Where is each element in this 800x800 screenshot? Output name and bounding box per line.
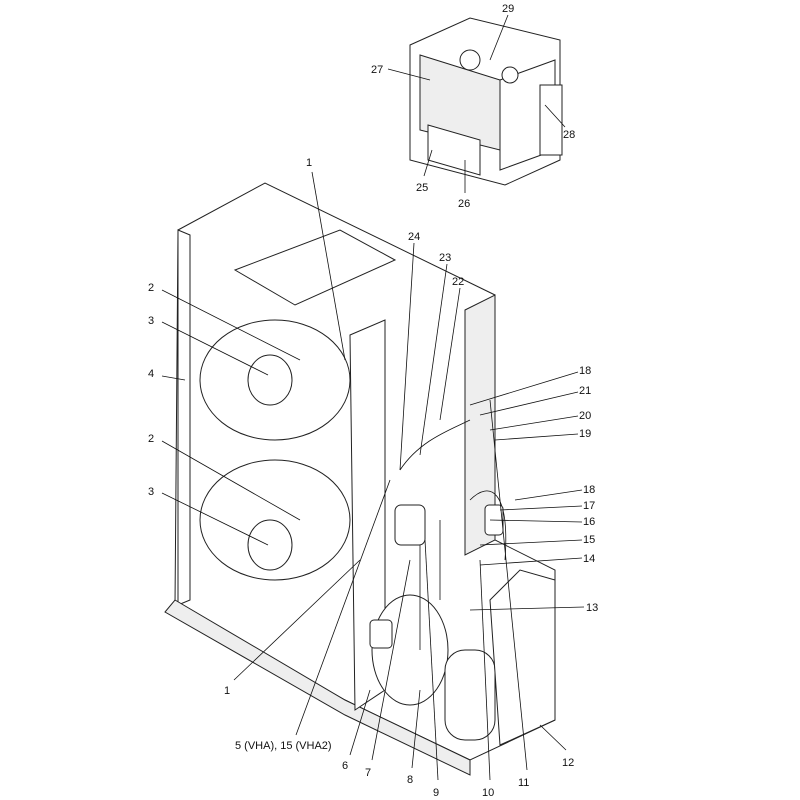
callout-5-15: 5 (VHA), 15 (VHA2): [235, 740, 332, 752]
callout-3: 3: [148, 486, 154, 498]
callout-10: 10: [482, 787, 494, 799]
callout-2: 2: [148, 433, 154, 445]
callout-12: 12: [562, 757, 574, 769]
callout-17: 17: [583, 500, 595, 512]
callout-16: 16: [583, 516, 595, 528]
callout-23: 23: [439, 252, 451, 264]
callout-18: 18: [579, 365, 591, 377]
callout-4: 4: [148, 368, 154, 380]
callout-13: 13: [586, 602, 598, 614]
leader-lines: [161, 14, 585, 781]
callout-28: 28: [563, 129, 575, 141]
callout-15: 15: [583, 534, 595, 546]
callout-9: 9: [433, 787, 439, 799]
callout-2: 2: [148, 282, 154, 294]
callout-7: 7: [365, 767, 371, 779]
callout-20: 20: [579, 410, 591, 422]
callout-3: 3: [148, 315, 154, 327]
callout-19: 19: [579, 428, 591, 440]
control-box-assembly: [409, 17, 563, 186]
callout-1: 1: [224, 685, 230, 697]
callout-1: 1: [306, 157, 312, 169]
callout-24: 24: [408, 231, 420, 243]
callout-14: 14: [583, 553, 595, 565]
outdoor-unit-body: [164, 182, 556, 776]
callout-21: 21: [579, 385, 591, 397]
callout-labels: 1 2 3 4 2 3 1 5 (VHA), 15 (VHA2) 6 7 8 9…: [148, 3, 598, 799]
callout-6: 6: [342, 760, 348, 772]
callout-8: 8: [407, 774, 413, 786]
callout-18: 18: [583, 484, 595, 496]
callout-22: 22: [452, 276, 464, 288]
callout-11: 11: [518, 777, 529, 789]
callout-26: 26: [458, 198, 470, 210]
callout-29: 29: [502, 3, 514, 15]
callout-27: 27: [371, 64, 383, 76]
callout-25: 25: [416, 182, 428, 194]
